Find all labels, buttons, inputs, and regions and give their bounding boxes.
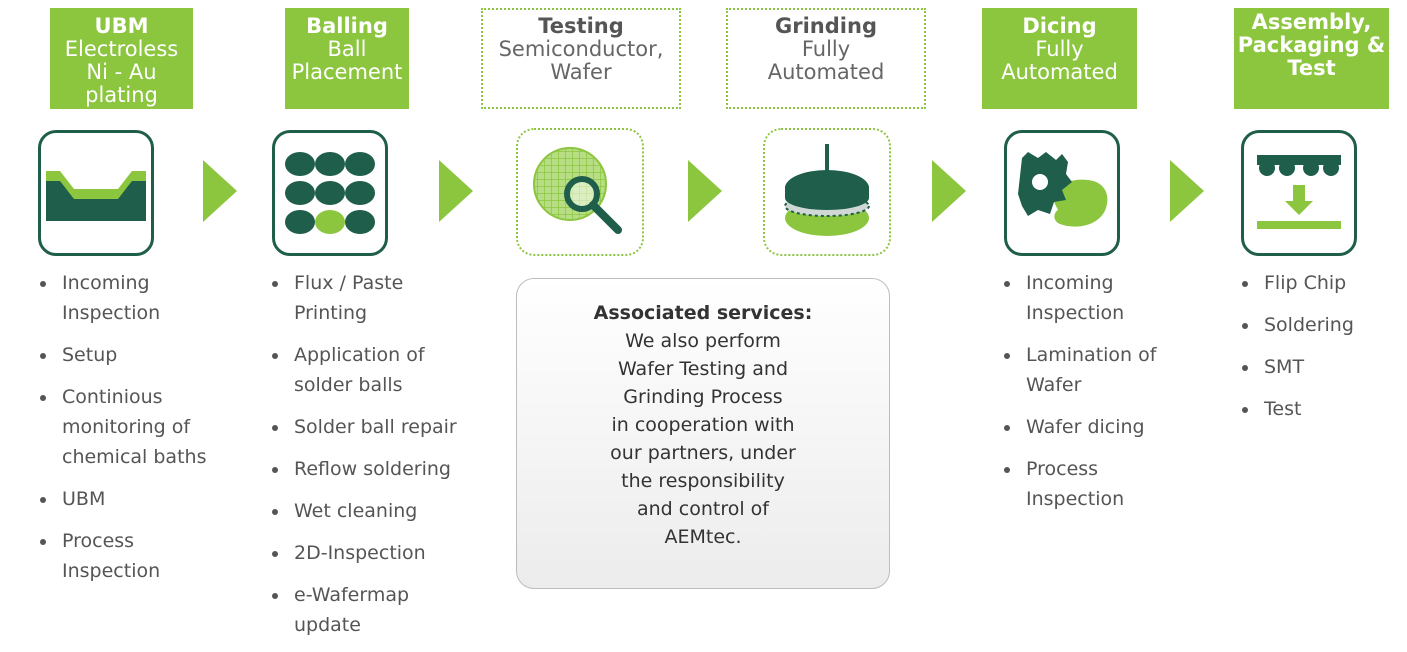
list-item: SMT bbox=[1240, 352, 1400, 382]
balling-steps-list: Flux / Paste Printing Application of sol… bbox=[270, 268, 480, 652]
stage-subtitle: Fully Automated bbox=[1001, 37, 1118, 84]
stage-title: Dicing bbox=[1022, 14, 1097, 38]
list-item: Continious monitoring of chemical baths bbox=[38, 382, 238, 472]
associated-services-title: Associated services: bbox=[593, 302, 813, 324]
list-item: Incoming Inspection bbox=[38, 268, 238, 328]
list-item: Process Inspection bbox=[38, 526, 238, 586]
solder-balls-icon bbox=[272, 130, 388, 256]
stage-title: Testing bbox=[538, 14, 624, 38]
list-item: Flip Chip bbox=[1240, 268, 1400, 298]
grinding-wheel-icon bbox=[763, 128, 891, 256]
list-item: Lamination of Wafer bbox=[1002, 340, 1177, 400]
stage-title: Assembly, Packaging & Test bbox=[1237, 10, 1386, 80]
list-item: Setup bbox=[38, 340, 238, 370]
flow-arrow-icon bbox=[932, 160, 966, 222]
list-item: Incoming Inspection bbox=[1002, 268, 1177, 328]
stage-subtitle: Ball Placement bbox=[291, 37, 403, 84]
ubm-layer-icon bbox=[38, 130, 154, 256]
list-item: 2D-Inspection bbox=[270, 538, 480, 568]
list-item: Flux / Paste Printing bbox=[270, 268, 480, 328]
list-item: Process Inspection bbox=[1002, 454, 1177, 514]
stage-header-ubm: UBM Electroless Ni - Au plating bbox=[50, 8, 193, 109]
wafer-magnifier-icon bbox=[516, 128, 644, 256]
list-item: e-Wafermap update bbox=[270, 580, 480, 640]
dicing-saw-icon bbox=[1004, 130, 1120, 256]
stage-header-grinding: Grinding Fully Automated bbox=[726, 8, 926, 109]
stage-header-testing: Testing Semiconductor, Wafer bbox=[481, 8, 681, 109]
stage-header-dicing: Dicing Fully Automated bbox=[982, 8, 1137, 109]
flow-arrow-icon bbox=[1170, 160, 1204, 222]
list-item: Wet cleaning bbox=[270, 496, 480, 526]
flow-arrow-icon bbox=[439, 160, 473, 222]
list-item: Reflow soldering bbox=[270, 454, 480, 484]
dicing-steps-list: Incoming Inspection Lamination of Wafer … bbox=[1002, 268, 1177, 526]
flip-chip-assembly-icon bbox=[1241, 130, 1357, 256]
list-item: Test bbox=[1240, 394, 1400, 424]
stage-header-balling: Balling Ball Placement bbox=[285, 8, 409, 109]
associated-services-box: Associated services: We also perform Waf… bbox=[516, 278, 890, 589]
stage-title: Grinding bbox=[775, 14, 877, 38]
list-item: Soldering bbox=[1240, 310, 1400, 340]
ubm-steps-list: Incoming Inspection Setup Continious mon… bbox=[38, 268, 238, 598]
stage-title: UBM bbox=[94, 14, 149, 38]
stage-subtitle: Semiconductor, Wafer bbox=[498, 37, 664, 84]
associated-services-body: We also perform Wafer Testing and Grindi… bbox=[610, 330, 796, 548]
list-item: UBM bbox=[38, 484, 238, 514]
flow-arrow-icon bbox=[688, 160, 722, 222]
stage-title: Balling bbox=[306, 14, 388, 38]
stage-subtitle: Fully Automated bbox=[767, 37, 885, 84]
flow-arrow-icon bbox=[203, 160, 237, 222]
list-item: Wafer dicing bbox=[1002, 412, 1177, 442]
list-item: Solder ball repair bbox=[270, 412, 480, 442]
assembly-steps-list: Flip Chip Soldering SMT Test bbox=[1240, 268, 1400, 436]
stage-header-assembly: Assembly, Packaging & Test bbox=[1234, 8, 1389, 109]
stage-subtitle: Electroless Ni - Au plating bbox=[64, 37, 179, 107]
list-item: Application of solder balls bbox=[270, 340, 480, 400]
